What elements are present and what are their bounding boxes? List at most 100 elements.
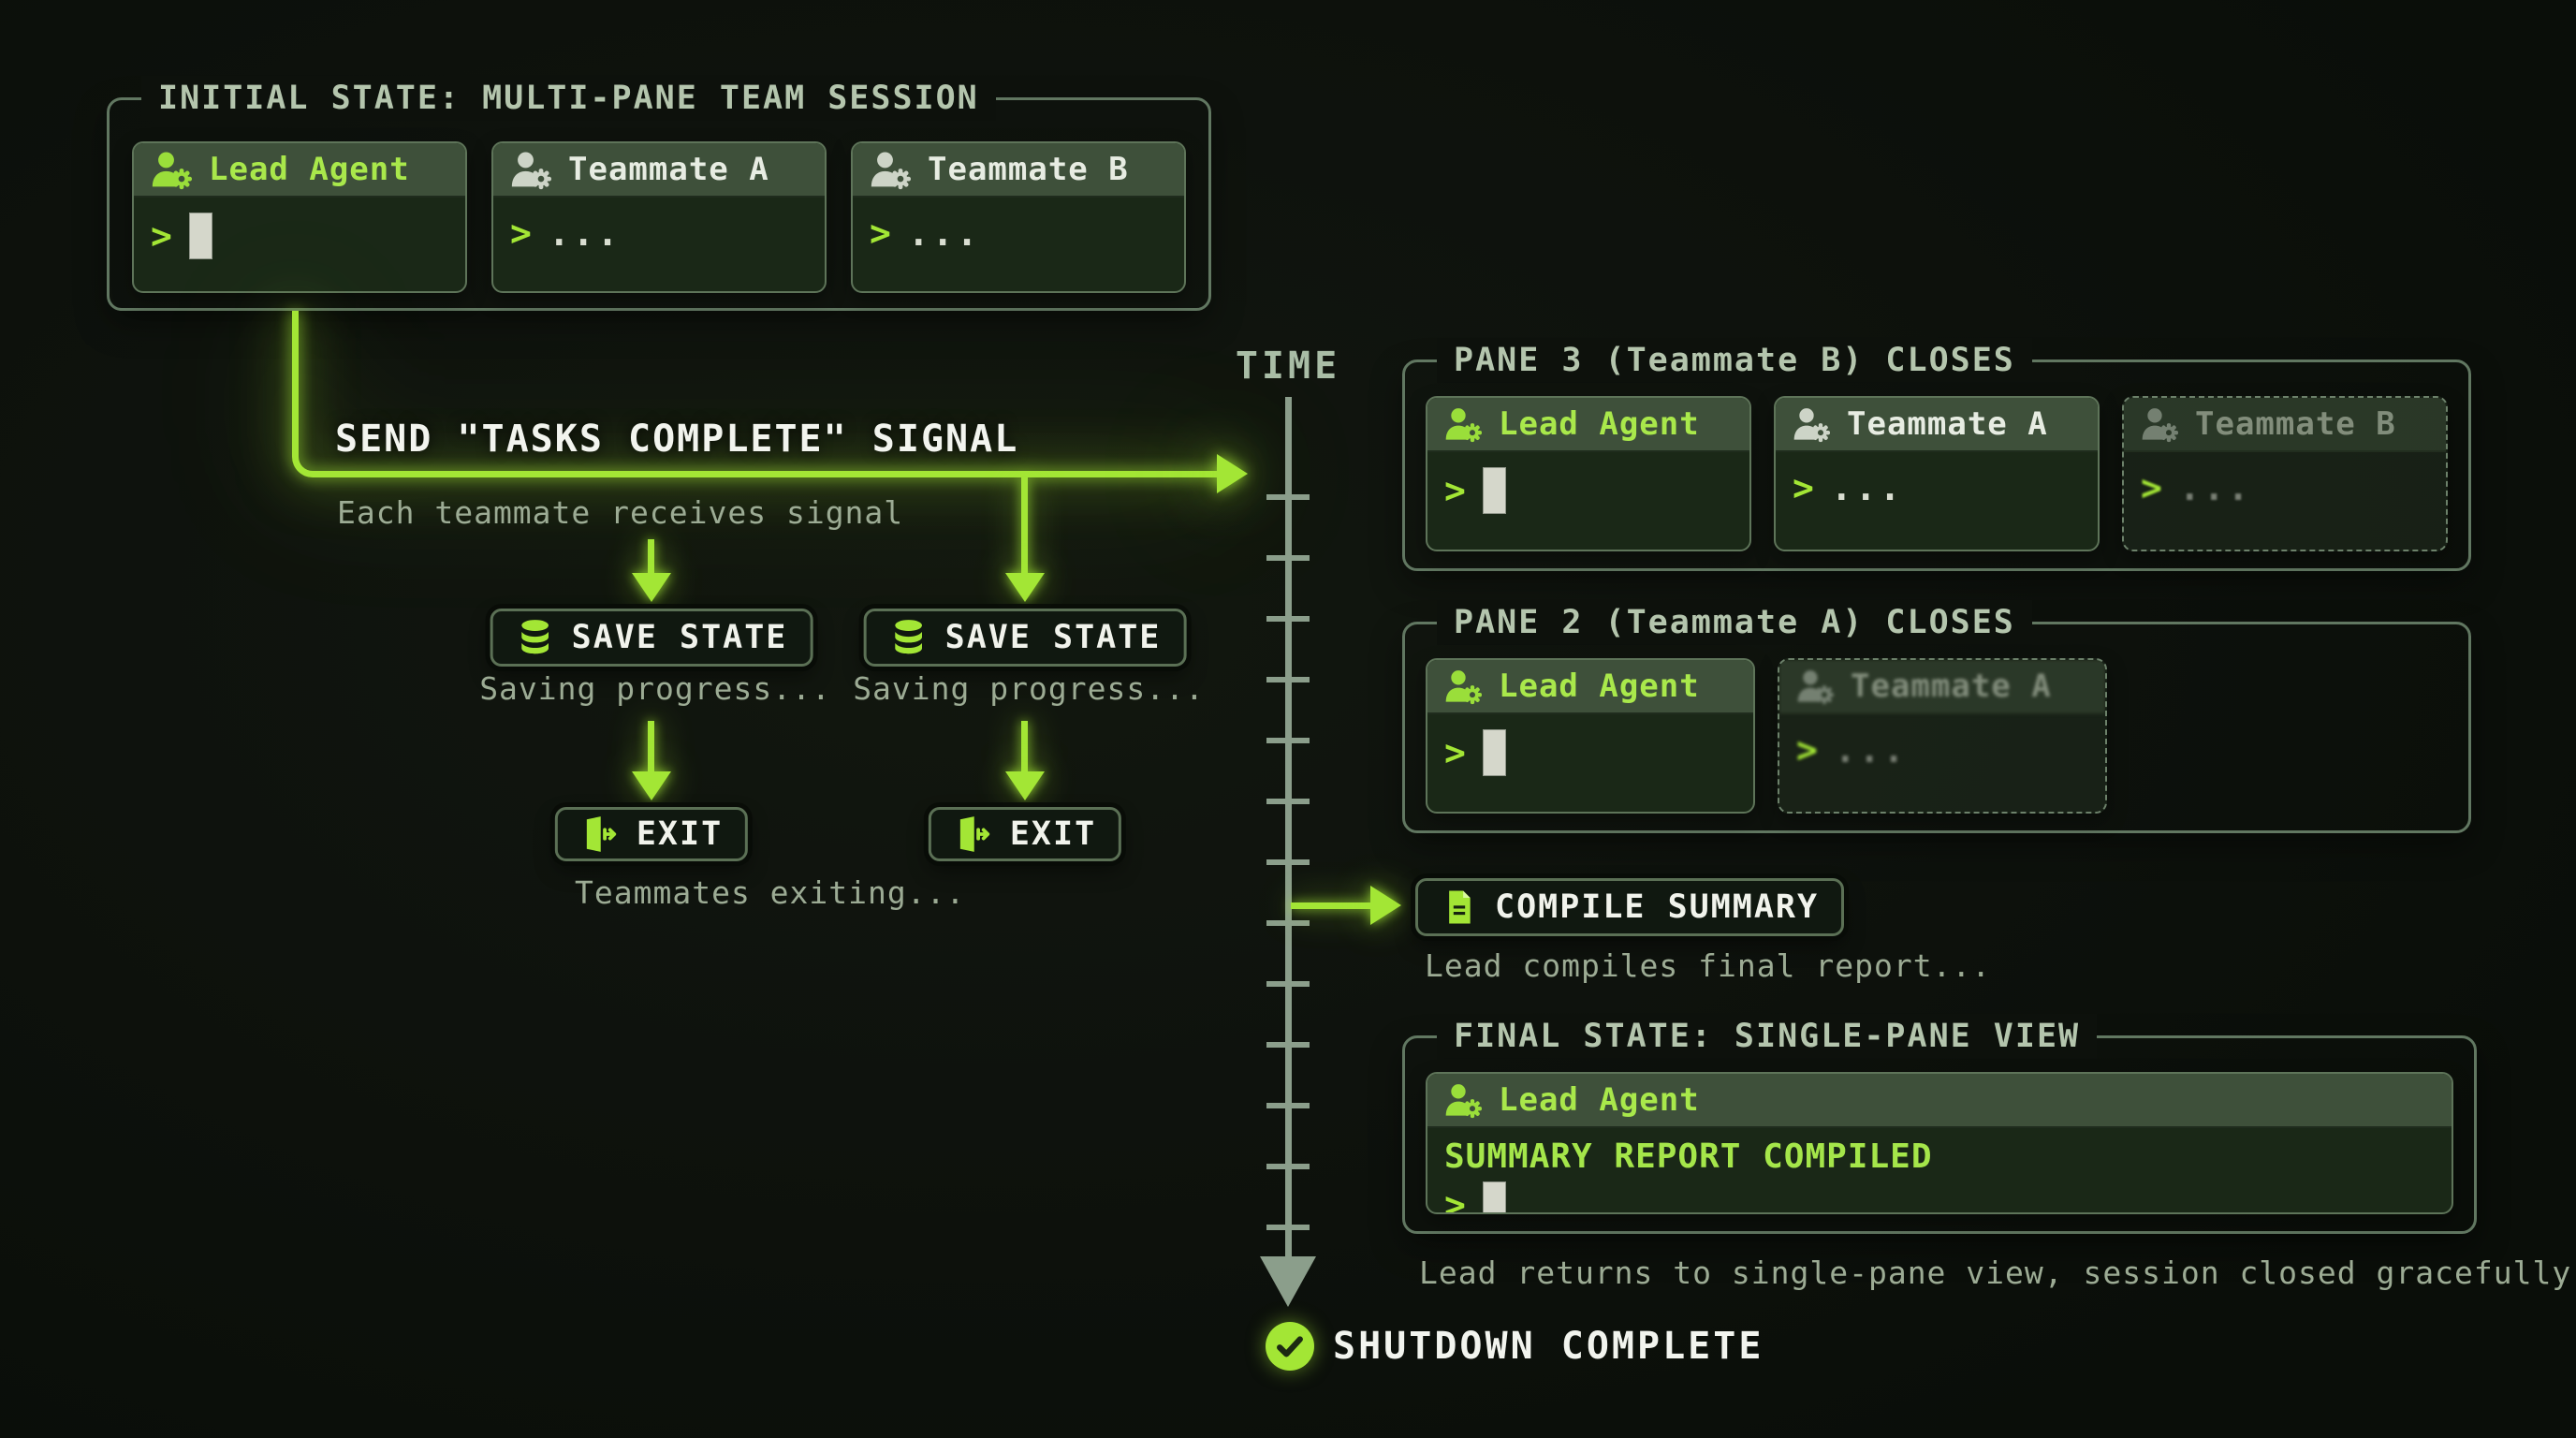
exit-arrow-line [648,721,654,773]
pane-body: > ... [853,198,1184,269]
prompt-chevron: > [151,215,172,257]
compile-arrowhead [1370,886,1401,925]
time-tick [1266,1164,1310,1169]
cursor-block [1482,1181,1506,1212]
compile-summary-label: COMPILE SUMMARY [1495,888,1820,926]
prompt-chevron: > [2141,467,2162,508]
save-caption: Saving progress... [853,670,1205,707]
time-tick [1266,799,1310,804]
pane-header: Lead Agent [1427,1074,2452,1128]
time-tick [1266,555,1310,561]
pane-header: Lead Agent [1427,398,1749,452]
door-exit-icon [954,814,993,854]
terminal-pane-teammate-a: Teammate A > ... [1774,396,2100,551]
exit-button[interactable]: EXIT [554,807,749,861]
exit-button[interactable]: EXIT [928,807,1122,861]
cursor-block [188,213,212,259]
user-gear-icon [1794,668,1836,705]
terminal-pane-lead-final: Lead Agent SUMMARY REPORT COMPILED > [1426,1072,2453,1214]
save-caption: Saving progress... [479,670,831,707]
user-gear-icon [2139,405,2180,443]
dots-text: ... [1830,467,1904,508]
user-gear-icon [1442,668,1484,705]
dots-text: ... [548,213,622,254]
user-gear-icon [1791,405,1832,443]
pane-body: > ... [493,198,825,269]
dots-text: ... [2178,467,2252,508]
prompt-chevron: > [1444,470,1466,511]
shutdown-check-icon [1266,1322,1314,1371]
pane2-box-title: PANE 2 (Teammate A) CLOSES [1437,600,2032,645]
pane-title: Teammate B [928,151,1129,188]
pane-body: > ... [1776,452,2098,523]
terminal-pane-teammate-b: Teammate B > ... [851,141,1186,293]
compile-summary-button[interactable]: COMPILE SUMMARY [1415,878,1845,936]
initial-pane-row: Lead Agent > [132,141,1186,293]
time-tick [1266,981,1310,987]
branch-arrow-line [648,539,654,575]
pane2-pane-row: Lead Agent > [1426,658,2448,814]
pane-title: Teammate B [2195,405,2396,443]
exit-caption: Teammates exiting... [575,874,966,911]
door-exit-icon [580,814,620,854]
time-tick [1266,920,1310,926]
file-icon [1441,887,1478,928]
time-tick [1266,677,1310,682]
final-state-box: FINAL STATE: SINGLE-PANE VIEW [1402,1014,2477,1234]
user-gear-icon [1442,405,1484,443]
save-state-button[interactable]: SAVE STATE [863,609,1187,667]
exit-arrowhead [1005,771,1045,800]
signal-arrowhead [1217,454,1248,493]
cursor-block [1482,729,1506,776]
compile-branch-line [1291,902,1371,909]
pane-header: Teammate B [2124,398,2446,452]
summary-line: SUMMARY REPORT COMPILED [1444,1137,1933,1176]
pane-title: Lead Agent [209,151,410,188]
terminal-pane-teammate-a-closing: Teammate A > ... [1778,658,2107,814]
exit-label: EXIT [1009,815,1097,853]
pane-header: Lead Agent [1427,660,1753,714]
pane-body: > [1427,452,1749,529]
time-tick [1266,494,1310,500]
pane-title: Lead Agent [1499,1081,1700,1119]
terminal-pane-lead: Lead Agent > [132,141,467,293]
user-gear-icon [868,149,913,190]
time-tick [1266,859,1310,865]
pane-title: Teammate A [1847,405,2048,443]
pane3-pane-row: Lead Agent > [1426,396,2448,551]
terminal-pane-teammate-b-closing: Teammate B > ... [2122,396,2448,551]
time-tick [1266,1103,1310,1108]
signal-label: SEND "TASKS COMPLETE" SIGNAL [335,418,1019,461]
pane-body: > ... [1779,714,2105,785]
save-state-label: SAVE STATE [571,619,788,656]
pane3-close-box: PANE 3 (Teammate B) CLOSES [1402,338,2471,571]
branch-arrowhead [632,573,671,602]
final-state-box-title: FINAL STATE: SINGLE-PANE VIEW [1437,1014,2098,1059]
time-tick [1266,738,1310,743]
pane-body: SUMMARY REPORT COMPILED > [1427,1128,2452,1214]
branch-arrow-line [1021,477,1028,575]
exit-arrowhead [632,771,671,800]
pane2-close-box: PANE 2 (Teammate A) CLOSES [1402,600,2471,833]
pane-header: Teammate A [493,143,825,198]
pane-title: Teammate A [568,151,769,188]
pane-title: Lead Agent [1499,405,1700,443]
time-axis [1285,397,1292,1256]
pane-header: Teammate A [1776,398,2098,452]
prompt-chevron: > [510,213,532,254]
initial-state-box: INITIAL STATE: MULTI-PANE TEAM SESSION [107,76,1211,311]
time-label: TIME [1235,345,1341,388]
final-caption: Lead returns to single-pane view, sessio… [1419,1255,2572,1291]
database-icon [889,618,929,657]
save-state-button[interactable]: SAVE STATE [490,609,813,667]
exit-label: EXIT [636,815,724,853]
pane-body: > ... [2124,452,2446,523]
time-tick [1266,1225,1310,1230]
prompt-chevron: > [1444,1184,1466,1214]
prompt-chevron: > [1796,729,1818,770]
pane-title: Lead Agent [1499,668,1700,705]
dots-text: ... [1834,729,1908,770]
prompt-chevron: > [1444,732,1466,773]
pane-header: Lead Agent [134,143,465,198]
